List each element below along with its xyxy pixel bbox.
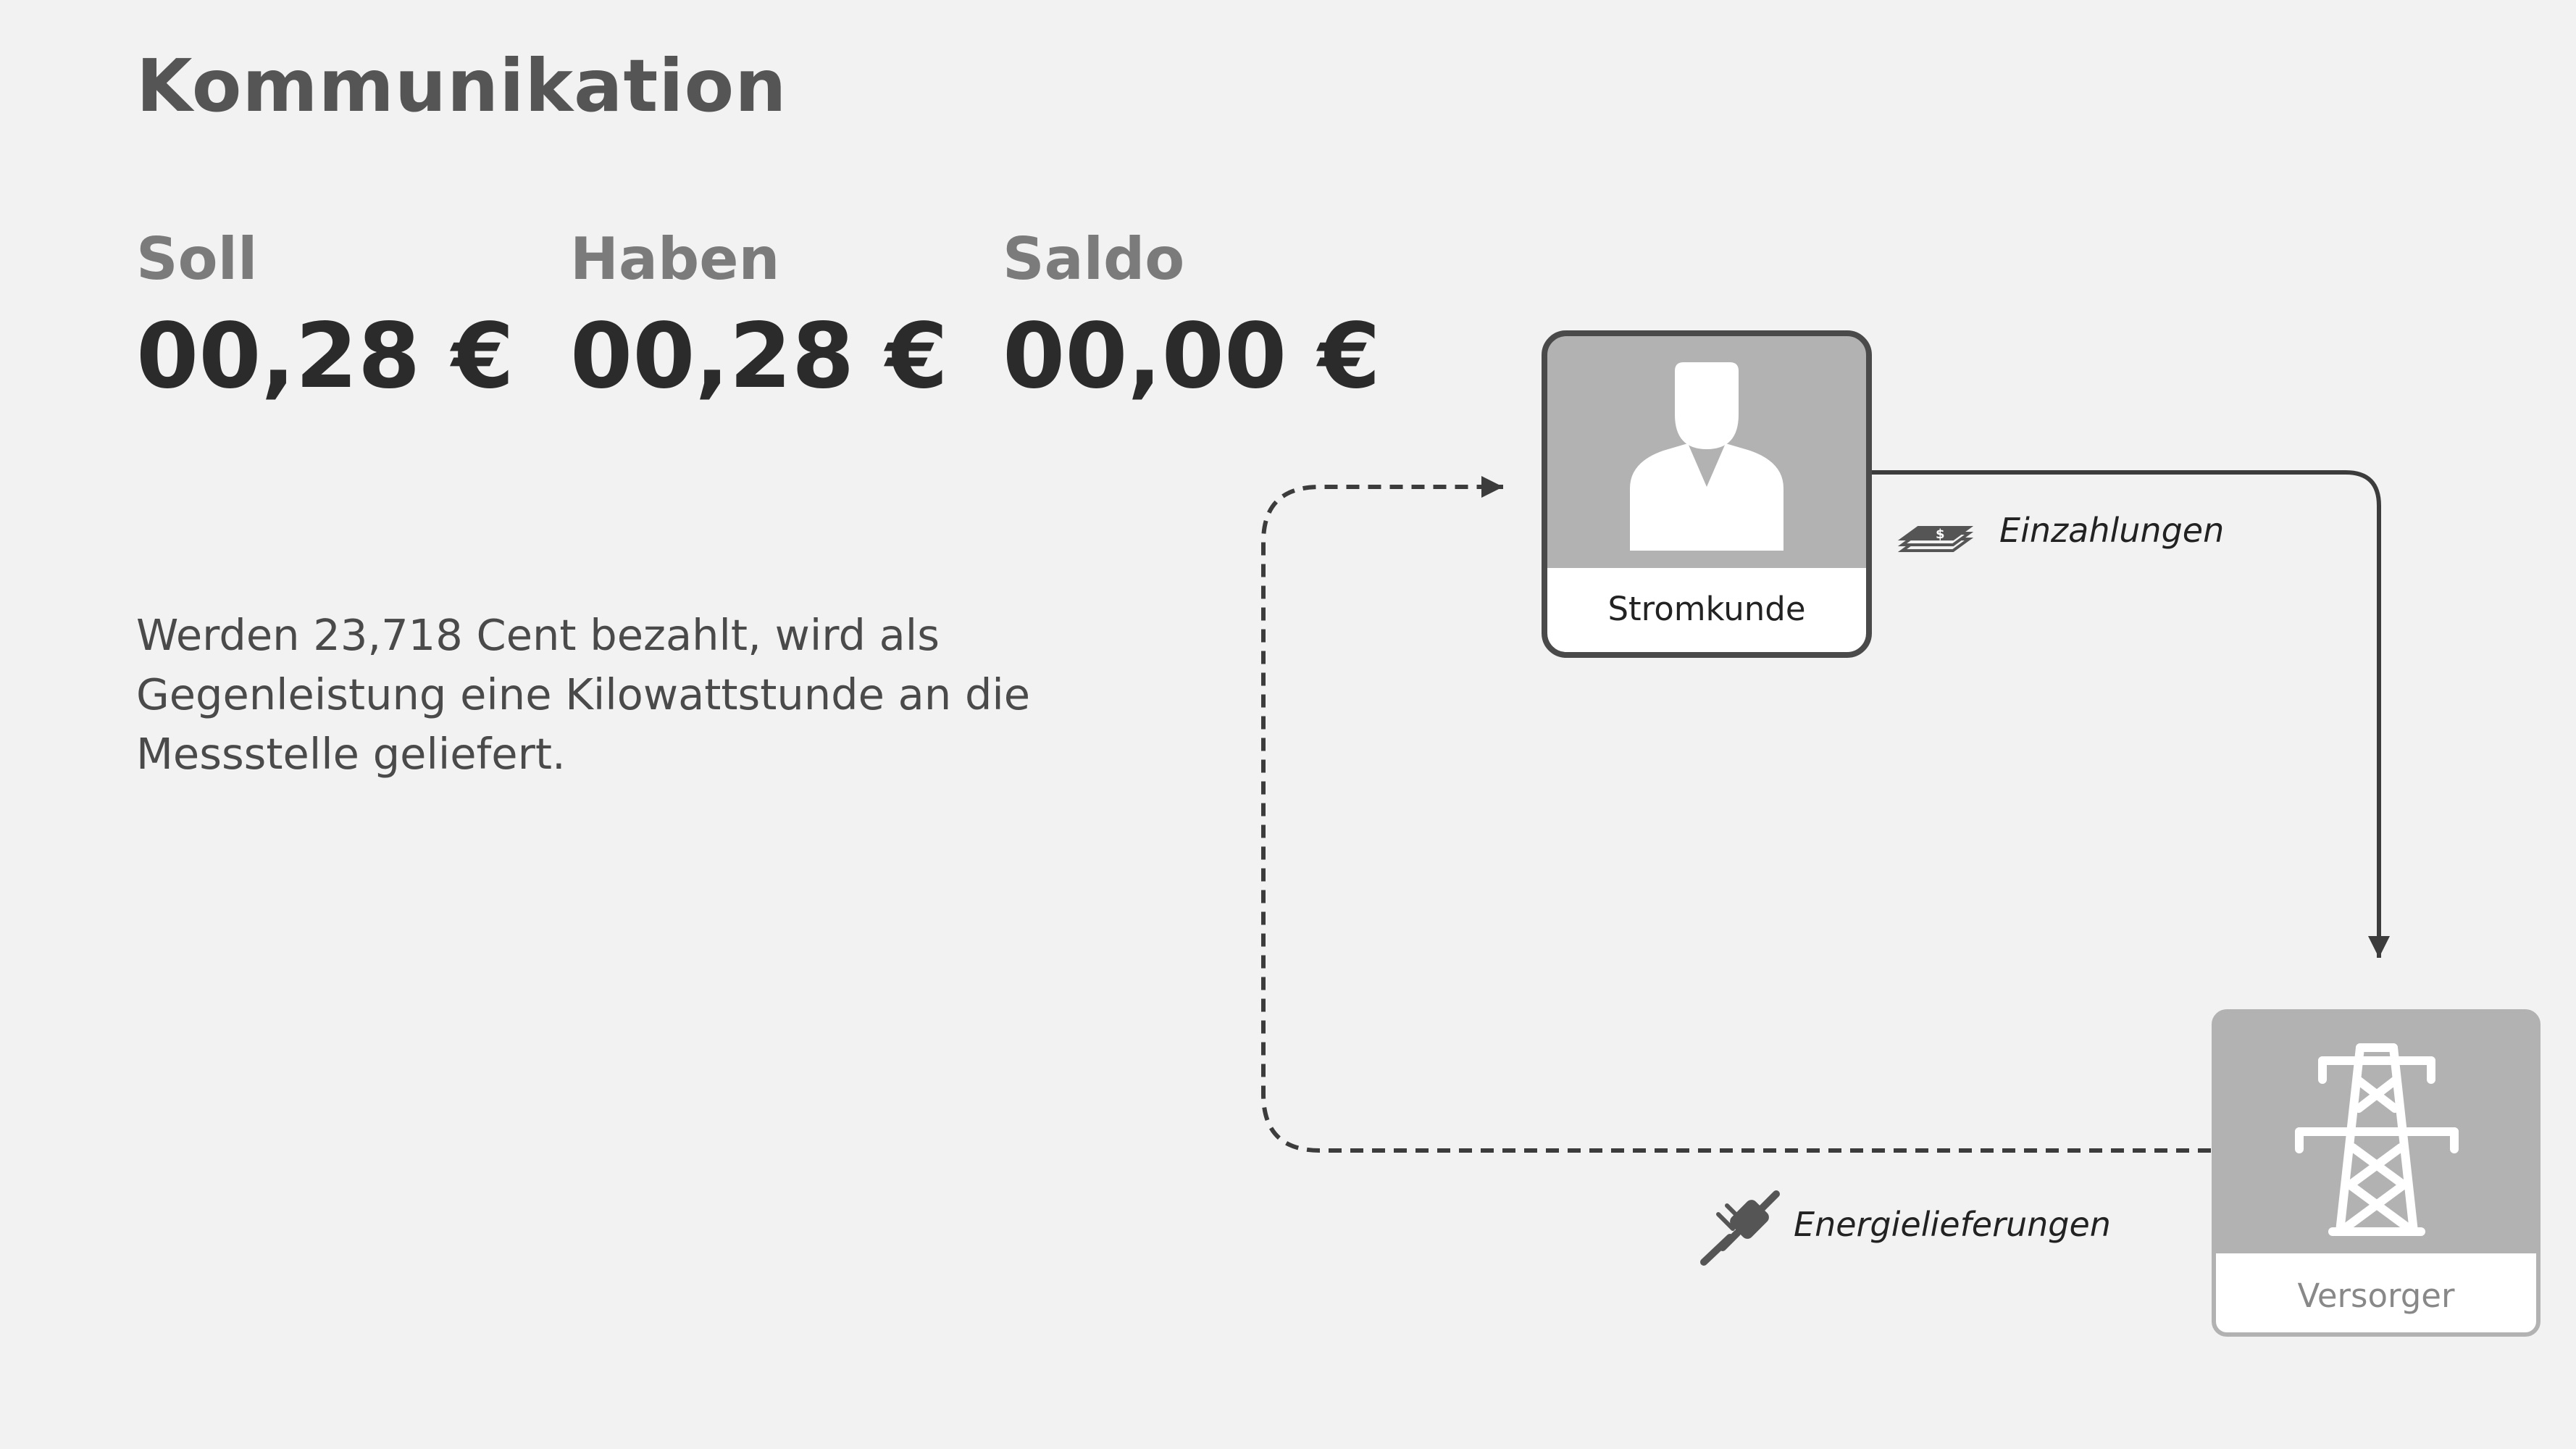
supplier-label: Versorger <box>2298 1277 2455 1315</box>
energy-flow-line <box>1261 476 2211 1153</box>
energy-label: Energielieferungen <box>1794 1205 2111 1244</box>
balance-soll-value: 00,28 € <box>136 304 514 409</box>
customer-label: Stromkunde <box>1607 590 1805 628</box>
person-icon <box>1630 362 1783 551</box>
payments-label: Einzahlungen <box>1999 511 2224 550</box>
balance-saldo-value: 00,00 € <box>1003 304 1381 409</box>
supplier-node: Versorger <box>2212 1009 2541 1337</box>
balance-haben-value: 00,28 € <box>570 304 948 409</box>
balance-saldo-label: Saldo <box>1003 225 1185 293</box>
money-stack-icon: $ <box>1897 526 1974 552</box>
balance-soll-label: Soll <box>136 225 258 293</box>
balance-saldo: Saldo 00,00 € <box>1003 225 1381 409</box>
description-text: Werden 23,718 Cent bezahlt, wird als Geg… <box>136 610 1031 779</box>
customer-node: Stromkunde <box>1542 330 1872 658</box>
page-title: Kommunikation <box>136 43 787 128</box>
payments-flow-line <box>1869 470 2390 958</box>
balance-haben: Haben 00,28 € <box>570 225 948 409</box>
balance-haben-label: Haben <box>570 225 780 293</box>
balance-soll: Soll 00,28 € <box>136 225 514 409</box>
power-tower-icon <box>2295 1043 2459 1236</box>
plug-icon <box>1700 1190 1780 1266</box>
svg-text:$: $ <box>1936 527 1945 542</box>
